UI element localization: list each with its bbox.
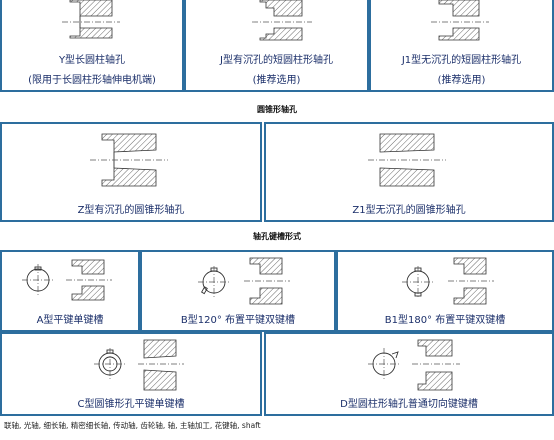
a-keyway-caption: A型平键单键槽 <box>36 315 104 326</box>
c-keyway-caption: C型圆锥形孔平键单键槽 <box>77 399 185 410</box>
b-keyway-caption: B型120° 布置平键双键槽 <box>180 315 296 326</box>
conical-heading: 圆锥形轴孔 <box>257 105 297 114</box>
z1-type-bore-drawing <box>368 133 446 187</box>
panel-b1-keyway: B1型180° 布置平键双键槽 <box>336 250 554 332</box>
j1-type-caption: J1型无沉孔的短圆柱形轴孔 <box>401 55 522 66</box>
panel-j-type: J型有沉孔的短圆柱形轴孔 (推荐选用) <box>184 0 369 92</box>
c-keyway-drawing <box>94 339 184 391</box>
j1-type-note: (推荐选用) <box>437 75 486 86</box>
b1-keyway-caption: B1型180° 布置平键双键槽 <box>384 315 506 326</box>
panel-z1-type: Z1型无沉孔的圆锥形轴孔 <box>264 122 554 222</box>
b1-keyway-drawing <box>402 257 494 305</box>
keyway-heading: 轴孔键槽形式 <box>253 232 301 241</box>
z-type-bore-drawing <box>90 133 168 187</box>
a-keyway-drawing <box>22 259 112 301</box>
panel-z-type: Z型有沉孔的圆锥形轴孔 <box>0 122 262 222</box>
y-type-bore-drawing <box>62 0 120 39</box>
panel-a-keyway: A型平键单键槽 <box>0 250 140 332</box>
z-type-caption: Z型有沉孔的圆锥形轴孔 <box>77 205 185 216</box>
j-type-bore-drawing <box>252 0 312 41</box>
b-keyway-drawing <box>198 257 290 305</box>
panel-c-keyway: C型圆锥形孔平键单键槽 <box>0 332 262 416</box>
y-type-note: (限用于长圆柱形轴伸电机端) <box>28 75 156 86</box>
panel-d-keyway: D型圆柱形轴孔普通切向键键槽 <box>264 332 554 416</box>
d-keyway-drawing <box>368 339 460 391</box>
panel-j1-type: J1型无沉孔的短圆柱形轴孔 (推荐选用) <box>369 0 554 92</box>
j-type-caption: J型有沉孔的短圆柱形轴孔 <box>220 55 333 66</box>
footer-tags: 联轴, 光轴, 细长轴, 精密细长轴, 传动轴, 齿轮轴, 轴, 主轴加工, 花… <box>4 421 261 430</box>
panel-y-type: Y型长圆柱轴孔 (限用于长圆柱形轴伸电机端) <box>0 0 184 92</box>
y-type-caption: Y型长圆柱轴孔 <box>58 55 126 66</box>
panel-b-keyway: B型120° 布置平键双键槽 <box>140 250 336 332</box>
j-type-note: (推荐选用) <box>252 75 301 86</box>
d-keyway-caption: D型圆柱形轴孔普通切向键键槽 <box>340 399 478 410</box>
z1-type-caption: Z1型无沉孔的圆锥形轴孔 <box>352 205 466 216</box>
j1-type-bore-drawing <box>431 0 489 41</box>
